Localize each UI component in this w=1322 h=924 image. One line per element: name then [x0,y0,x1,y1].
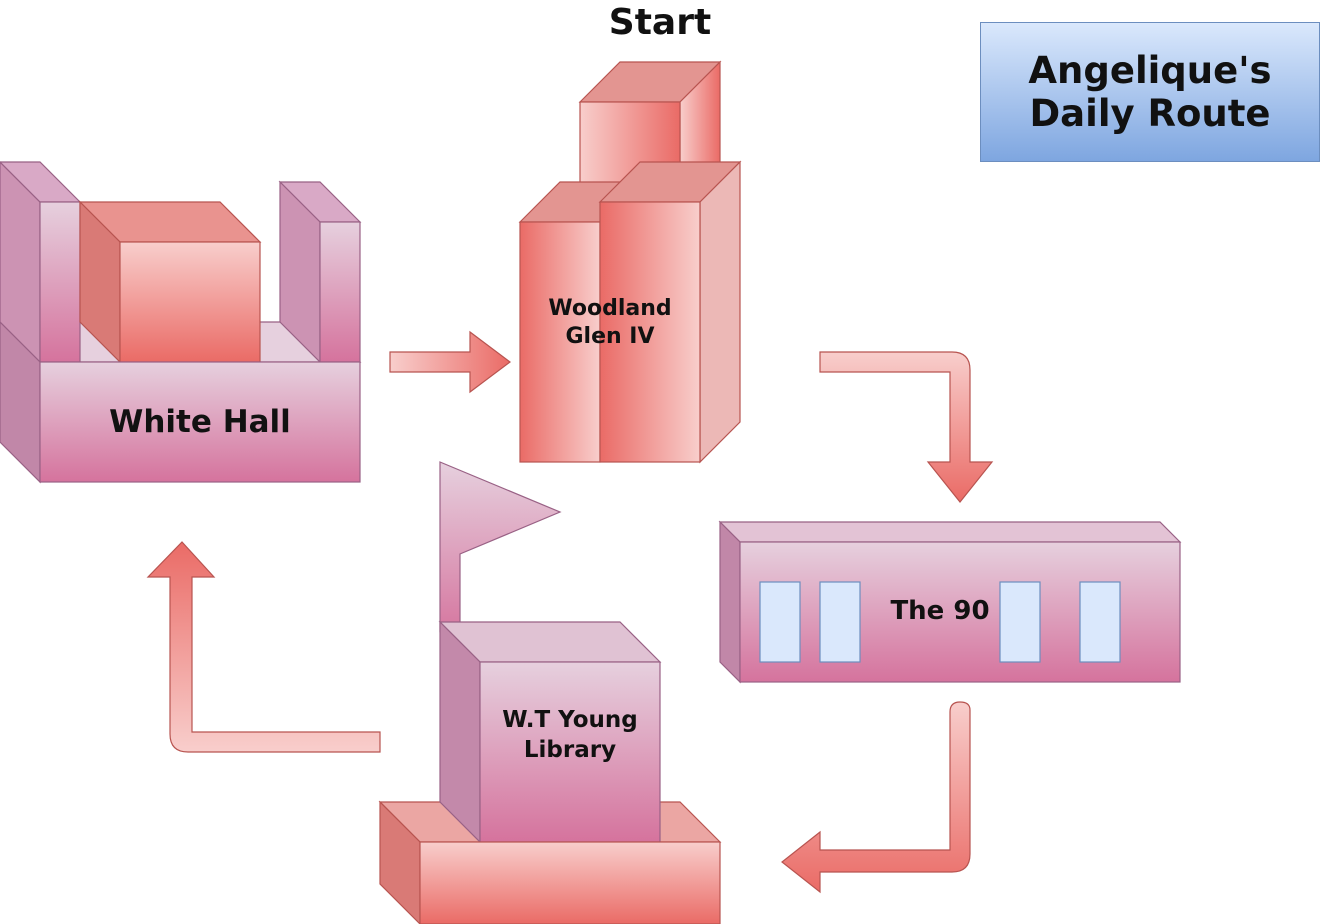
start-label: Start [608,2,712,43]
flag-icon [439,461,562,641]
library-label: W.T Young Library [502,707,638,763]
white-hall-building [0,161,362,484]
arrow-bend-left-icon [781,701,971,894]
woodland-glen-building [518,60,742,464]
window [819,581,861,663]
diagram-title-text: Angelique's Daily Route [1028,49,1272,135]
arrow-bend-up-icon [146,541,381,753]
library-building [378,461,722,924]
window [759,581,801,663]
window [999,581,1041,663]
arrow-right-icon [389,330,511,394]
white-hall-label: White Hall [109,404,291,440]
window [1079,581,1121,663]
the-90-building [718,520,1182,684]
the-90-label: The 90 [890,596,990,626]
diagram-title: Angelique's Daily Route [980,22,1320,162]
woodland-glen-label: Woodland Glen IV [548,296,672,349]
arrow-bend-down-icon [819,351,994,503]
